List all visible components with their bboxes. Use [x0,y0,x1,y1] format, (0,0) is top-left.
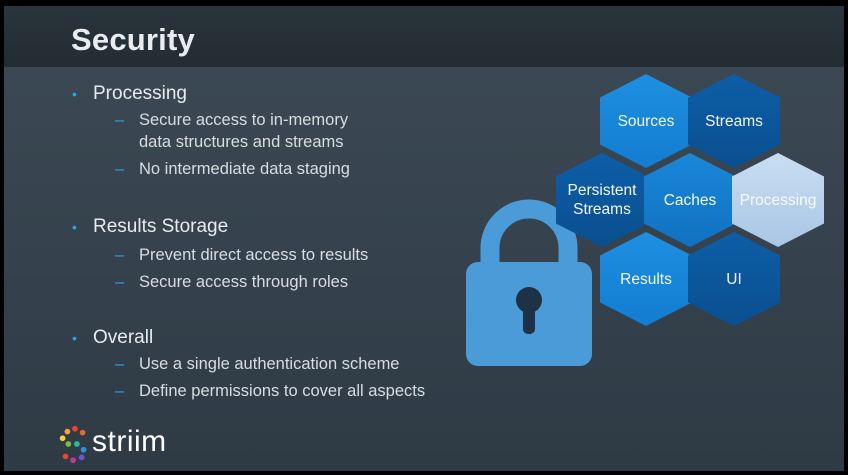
sub-bullet-text: No intermediate data staging [139,160,350,178]
sub-bullet: – No intermediate data staging [115,158,350,180]
hex-streams: Streams [688,74,780,168]
sub-bullet-text: Secure access through roles [139,273,349,291]
hex-caches: Caches [644,153,736,247]
slide: Security • Processing – Secure access to… [4,6,844,471]
hex-label: Processing [739,191,817,209]
hex-processing: Processing [732,153,824,247]
sub-bullet-text: Secure access to in-memory [139,111,349,129]
bullet-heading: Overall [93,327,154,348]
bullet-overall: • Overall [72,327,154,349]
sub-bullet: – Secure access through roles [115,271,349,293]
hex-label: Sources [617,112,675,130]
striim-logo-icon [59,425,87,464]
dash-icon: – [115,246,125,264]
dash-icon: – [115,355,125,373]
hex-label: Streams [705,112,763,130]
bullet-results-storage: • Results Storage [72,216,229,238]
bullet-heading: Processing [93,83,187,104]
hex-label: Persistent [567,182,637,199]
hex-label: UI [726,270,742,288]
bullet-dot-icon: • [72,219,77,235]
bullet-dot-icon: • [72,86,77,102]
bullet-heading: Results Storage [93,216,229,237]
dash-icon: – [115,160,125,178]
sub-bullet-text: Define permissions to cover all aspects [139,382,426,400]
sub-bullet-continuation: data structures and streams [139,131,344,153]
sub-bullet-text: Use a single authentication scheme [139,355,400,373]
title-bar: Security [4,6,844,67]
hex-results: Results [600,232,692,326]
sub-bullet-text: data structures and streams [139,133,344,151]
striim-logo-text: striim [92,425,167,458]
bullet-processing: • Processing [72,83,187,105]
hex-label: Results [620,270,672,288]
padlock-icon [466,199,592,366]
sub-bullet: – Prevent direct access to results [115,244,369,266]
dash-icon: – [115,273,125,291]
hex-label: Streams [573,201,631,218]
dash-icon: – [115,111,125,129]
hex-label: Caches [663,191,717,209]
hex-ui: UI [688,232,780,326]
dash-icon: – [115,382,125,400]
sub-bullet: – Define permissions to cover all aspect… [115,380,426,402]
hex-sources: Sources [600,74,692,168]
bullet-dot-icon: • [72,330,77,346]
sub-bullet-text: Prevent direct access to results [139,246,369,264]
slide-title: Security [71,22,195,57]
sub-bullet: – Secure access to in-memory [115,109,349,131]
sub-bullet: – Use a single authentication scheme [115,353,400,375]
